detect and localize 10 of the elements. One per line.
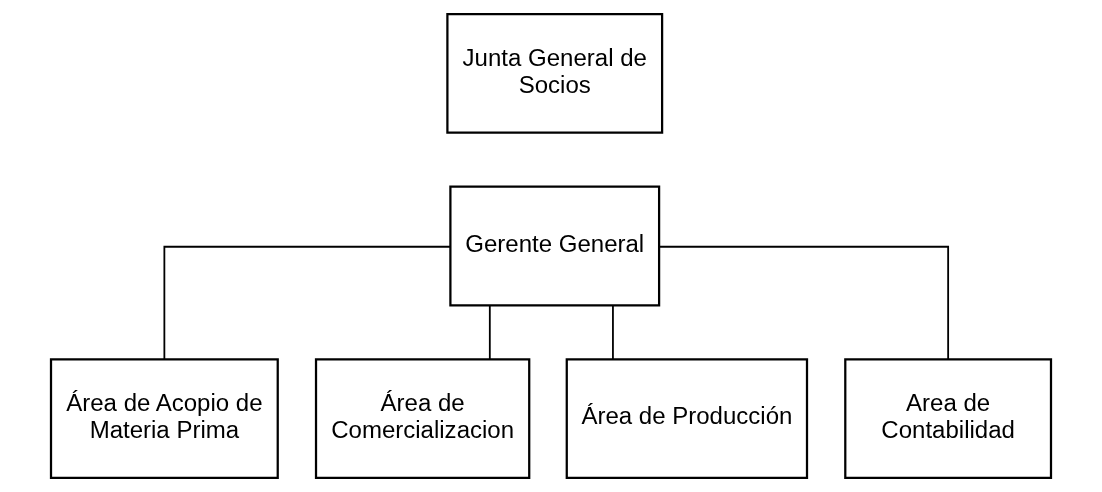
node-box: Área de Acopio de Materia Prima <box>49 358 279 480</box>
connector <box>163 245 452 360</box>
connector <box>612 304 614 361</box>
node-box: Area de Contabilidad <box>844 358 1053 480</box>
node-box: Área de Producción <box>565 358 809 480</box>
node-box: Gerente General <box>449 185 661 307</box>
connector <box>658 245 950 360</box>
node-box: Junta General de Socios <box>446 12 664 134</box>
node-box: Área de Comercializacion <box>314 358 531 480</box>
connector <box>488 304 491 361</box>
